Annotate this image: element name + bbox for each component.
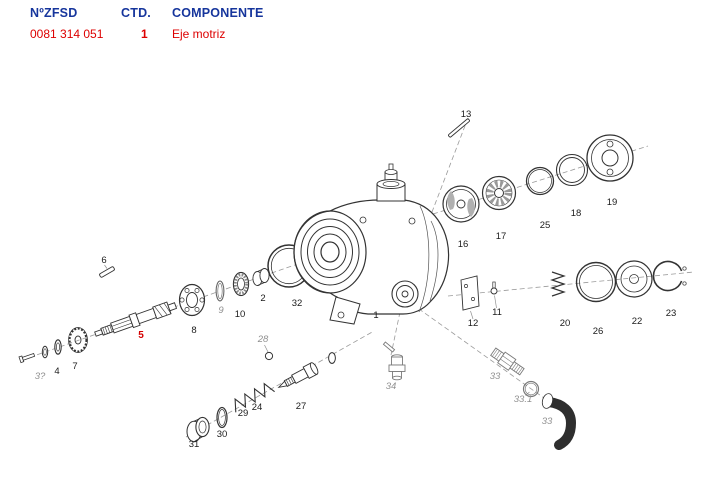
part-label-30: 30 <box>217 429 228 440</box>
part-label-12: 12 <box>468 318 479 329</box>
end-cover-19 <box>586 134 634 182</box>
quantity-value: 1 <box>141 27 148 41</box>
splined-washer-7 <box>68 327 88 353</box>
spring-24-29 <box>234 382 275 413</box>
part-label-23: 23 <box>666 308 677 319</box>
cam-ring-16 <box>442 185 480 223</box>
pin-above-34 <box>382 341 396 353</box>
part-label-8: 8 <box>191 325 196 336</box>
ball-bearing-8 <box>178 283 206 317</box>
snap-ring-23 <box>652 260 687 292</box>
part-label-4: 4 <box>54 366 59 377</box>
part-label-34: 34 <box>386 381 397 392</box>
part-label-11: 11 <box>492 307 502 318</box>
part-label-5-highlighted: 5 <box>138 330 144 341</box>
o-ring-26 <box>575 261 617 303</box>
ring-18 <box>555 153 589 187</box>
part-label-7: 7 <box>72 361 77 372</box>
part-labels: 13 16 17 25 18 19 6 2 32 9 10 8 5 1 12 1… <box>35 109 677 450</box>
screw-far-left <box>18 352 36 364</box>
elbow-pipe-33 <box>541 393 577 450</box>
washer-3 <box>41 345 49 359</box>
shim-plate-12 <box>460 275 480 311</box>
part-label-27: 27 <box>296 401 307 412</box>
o-ring-30 <box>216 406 228 429</box>
pin-13 <box>448 118 470 138</box>
part-label-28: 28 <box>257 334 269 345</box>
pin-6 <box>99 266 115 278</box>
washer-4 <box>54 339 62 355</box>
column-header-part-number: NºZFSD <box>30 6 78 20</box>
part-label-13: 13 <box>461 109 472 120</box>
column-header-component: COMPONENTE <box>172 6 264 20</box>
part-label-9: 9 <box>218 305 224 316</box>
column-header-quantity: CTD. <box>121 6 151 20</box>
part-label-22: 22 <box>632 316 643 327</box>
part-label-1: 1 <box>373 310 378 321</box>
plug-31 <box>186 416 210 443</box>
component-value: Eje motriz <box>172 27 226 41</box>
part-label-32: 32 <box>292 298 303 309</box>
part-label-31: 31 <box>189 439 200 450</box>
part-label-16: 16 <box>458 239 469 250</box>
fitting-34 <box>388 354 406 381</box>
spring-20 <box>550 271 566 297</box>
connector-33 <box>490 347 525 376</box>
part-label-20: 20 <box>560 318 571 329</box>
drive-shaft-5 <box>94 301 178 337</box>
valve-seat-fitting <box>328 352 336 364</box>
part-label-26: 26 <box>593 326 604 337</box>
sleeve-2 <box>252 268 270 286</box>
part-label-10: 10 <box>235 309 246 320</box>
part-label-33-connector: 33 <box>490 371 501 382</box>
ball-28 <box>264 351 274 361</box>
part-label-19: 19 <box>607 197 618 208</box>
part-label-33-1: 33.1 <box>514 394 533 405</box>
ring-9 <box>215 280 225 302</box>
part-number-value: 0081 314 051 <box>30 27 104 41</box>
part-label-24: 24 <box>252 402 263 413</box>
part-label-2: 2 <box>260 293 265 304</box>
part-label-17: 17 <box>496 231 507 242</box>
o-ring-25 <box>525 166 555 196</box>
valve-screw-27 <box>277 362 319 388</box>
cover-ring-22 <box>615 260 653 298</box>
housing-1 <box>293 163 450 325</box>
part-label-25: 25 <box>540 220 551 231</box>
part-label-29: 29 <box>238 408 249 419</box>
vane-rotor-17 <box>481 175 517 211</box>
needle-bearing-10 <box>232 271 250 297</box>
o-ring-33-1 <box>522 380 540 398</box>
screw-11 <box>490 281 498 295</box>
part-label-33-elbow: 33 <box>542 416 553 427</box>
part-label-3: 3? <box>35 371 46 382</box>
part-label-18: 18 <box>571 208 582 219</box>
part-label-6: 6 <box>101 255 106 266</box>
